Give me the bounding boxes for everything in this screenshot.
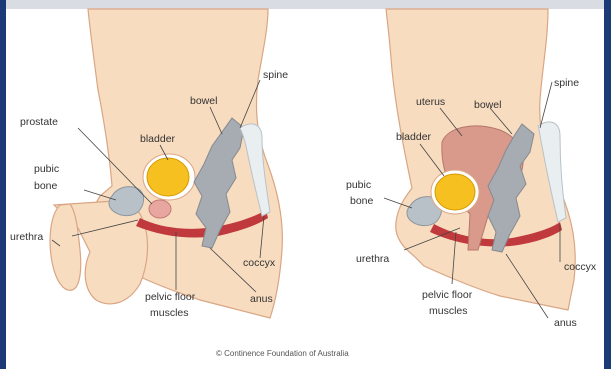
label-female-uterus: uterus: [416, 96, 445, 108]
label-male-bowel: bowel: [190, 95, 217, 107]
label-male-anus: anus: [250, 293, 273, 305]
label-female-bowel: bowel: [474, 99, 501, 111]
male-figure: spine bowel prostate bladder pubic bone …: [10, 9, 288, 319]
label-female-pubic: pubic: [346, 179, 371, 191]
label-female-urethra: urethra: [356, 253, 389, 265]
female-figure: uterus bowel spine bladder pubic bone ur…: [346, 9, 597, 329]
label-male-pelvic-floor: pelvic floor: [145, 291, 196, 303]
label-male-bladder: bladder: [140, 133, 176, 145]
label-male-urethra: urethra: [10, 231, 43, 243]
label-female-pelvic-floor: pelvic floor: [422, 289, 473, 301]
label-female-bladder: bladder: [396, 131, 432, 143]
female-bladder-fill: [435, 174, 475, 210]
label-female-anus: anus: [554, 317, 577, 329]
copyright-credit: © Continence Foundation of Australia: [216, 349, 349, 358]
male-prostate: [149, 200, 171, 218]
label-male-prostate: prostate: [20, 116, 58, 128]
label-male-muscles: muscles: [150, 307, 189, 319]
label-male-bone: bone: [34, 180, 58, 192]
label-female-coccyx: coccyx: [564, 261, 597, 273]
label-female-muscles: muscles: [429, 305, 468, 317]
label-male-coccyx: coccyx: [243, 257, 276, 269]
label-female-spine: spine: [554, 77, 579, 89]
male-bladder-fill: [147, 158, 189, 196]
label-male-spine: spine: [263, 69, 288, 81]
label-female-bone: bone: [350, 195, 374, 207]
label-male-pubic: pubic: [34, 163, 59, 175]
